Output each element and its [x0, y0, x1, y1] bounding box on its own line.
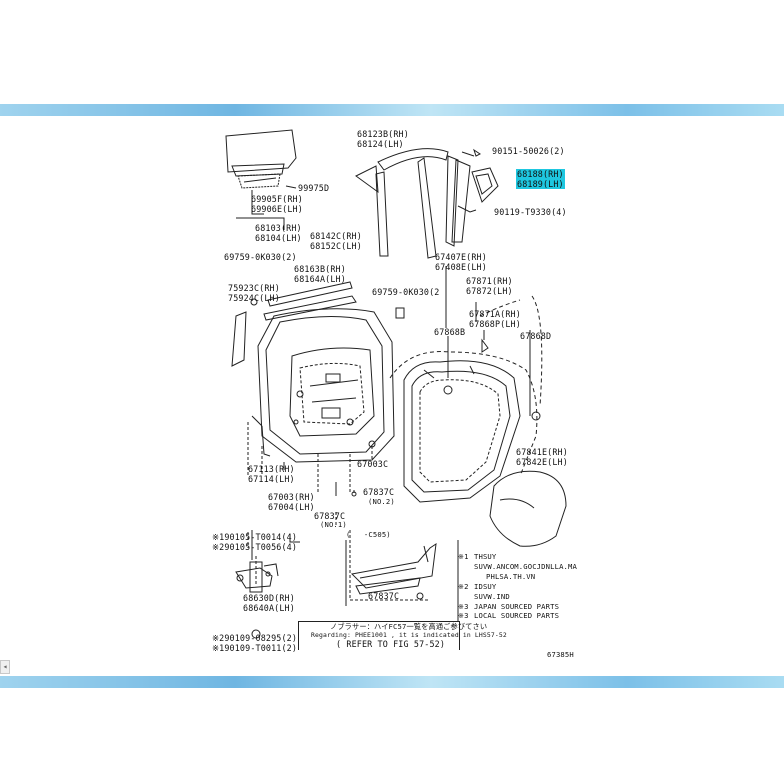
scuff-plate	[350, 542, 437, 595]
leader-lines-left	[247, 422, 430, 601]
legend-mark-1: ※1	[458, 552, 469, 561]
part-label-69906e[interactable]: 69906E(LH)	[251, 204, 303, 214]
door-opening-weatherstrip	[403, 360, 521, 503]
part-label-68164a[interactable]: 68164A(LH)	[294, 274, 346, 284]
leader-lines-top-left	[236, 185, 297, 230]
top-window-band	[0, 104, 784, 116]
part-label-67868b[interactable]: 67868B	[434, 327, 466, 337]
legend-text-1c: PHLSA.TH.VN	[486, 572, 536, 581]
parts-diagram: 68123B(RH) 68124(LH) 90151-50026(2) 6818…	[0, 116, 784, 676]
rear-door-panel	[251, 308, 395, 463]
part-label-75924c[interactable]: 75924C(LH)	[228, 293, 280, 303]
refer-note-en: Regarding: PHEE1001 , it is indicated in…	[311, 631, 507, 639]
small-clips	[251, 307, 541, 639]
part-label-90109-t0011[interactable]: ※190109-T0011(2)	[212, 643, 298, 653]
part-label-69759-0k030-a[interactable]: 69759-0K030(2)	[224, 252, 297, 262]
legend-text-1a: THSUY	[474, 552, 497, 561]
part-label-90119-t9330[interactable]: 90119-T9330(4)	[494, 207, 567, 217]
part-label-67113[interactable]: 67113(RH)	[248, 464, 295, 474]
parts-drawing	[225, 129, 567, 639]
part-label-68124[interactable]: 68124(LH)	[357, 139, 404, 149]
footnote-brackets	[345, 540, 459, 622]
part-label-67003[interactable]: 67003(RH)	[268, 492, 315, 502]
quarter-window-channel	[355, 148, 499, 259]
part-label-68104[interactable]: 68104(LH)	[255, 233, 302, 243]
refer-to-fig-link[interactable]: ( REFER TO FIG 57-52)	[336, 639, 446, 649]
refer-box	[298, 621, 460, 650]
part-label-99975d[interactable]: 99975D	[298, 183, 330, 193]
part-label-67868d[interactable]: 67868D	[520, 331, 552, 341]
part-label-69905f[interactable]: 69905F(RH)	[251, 194, 303, 204]
scroll-left-arrow-icon[interactable]: ◂	[0, 660, 10, 674]
part-label-67408e[interactable]: 67408E(LH)	[435, 262, 487, 272]
legend-mark-2: ※2	[458, 582, 469, 591]
part-label-90105-t0056[interactable]: ※290105-T0056(4)	[212, 542, 298, 552]
leader-lines-bottom-left	[251, 462, 337, 560]
rear-wheel-liner	[489, 470, 567, 547]
part-label-67872[interactable]: 67872(LH)	[466, 286, 513, 296]
part-label-67842e[interactable]: 67842E(LH)	[516, 457, 568, 467]
part-label-67871[interactable]: 67871(RH)	[466, 276, 513, 286]
part-label-75923c[interactable]: 75923C(RH)	[228, 283, 280, 293]
part-label-68640a[interactable]: 68640A(LH)	[243, 603, 295, 613]
leader-lines-right	[445, 266, 531, 416]
part-label-67407e[interactable]: 67407E(RH)	[435, 252, 487, 262]
part-label-67871a[interactable]: 67871A(RH)	[469, 309, 521, 319]
part-label-67837c-a[interactable]: 67837C	[363, 487, 395, 497]
refer-note-jp: ノブラサー：ハイFC57一覧を高通ご参びてさい	[330, 622, 488, 631]
legend-text-1b: SUVW.ANCOM.GOCJDNLLA.MA	[474, 562, 577, 571]
part-label-68142c[interactable]: 68142C(RH)	[310, 231, 362, 241]
part-label-67003c[interactable]: 67003C	[357, 459, 389, 469]
part-label-68152c[interactable]: 68152C(LH)	[310, 241, 362, 251]
legend-mark-4: ※3	[458, 611, 469, 620]
part-label-67868p[interactable]: 67868P(LH)	[469, 319, 521, 329]
bottom-window-band	[0, 676, 784, 688]
part-label-67114[interactable]: 67114(LH)	[248, 474, 295, 484]
part-label-68103[interactable]: 68103(RH)	[255, 223, 302, 233]
legend-text-2a: IDSUY	[474, 582, 497, 591]
sub-note-no2: (NO.2)	[368, 497, 395, 506]
part-label-68188[interactable]: 68188(RH)	[516, 169, 565, 179]
sub-note-c505: ( -C505)	[346, 530, 391, 539]
sub-note-no1: (NO.1)	[320, 520, 347, 529]
legend-text-2b: SUVW.IND	[474, 592, 510, 601]
part-label-68188-highlight: 68188(RH)	[516, 169, 565, 179]
legend-text-4: LOCAL SOURCED PARTS	[474, 611, 560, 620]
part-label-68123b[interactable]: 68123B(RH)	[357, 129, 409, 139]
part-label-67004[interactable]: 67004(LH)	[268, 502, 315, 512]
part-label-68189[interactable]: 68189(LH)	[516, 179, 565, 189]
door-glass-shape	[225, 129, 297, 189]
part-label-67837c-b[interactable]: 67837C	[314, 511, 346, 521]
center-pillar-garnish	[231, 311, 247, 367]
part-label-68630d[interactable]: 68630D(RH)	[243, 593, 295, 603]
part-label-67837c-c[interactable]: 67837C	[368, 591, 400, 601]
figure-code: 67385H	[547, 650, 574, 659]
part-label-68189-highlight: 68189(LH)	[516, 179, 565, 189]
legend-mark-3: ※3	[458, 602, 469, 611]
part-label-69759-0k030-b[interactable]: 69759-0K030(2	[372, 287, 440, 297]
body-outline-dashed	[389, 295, 543, 477]
part-label-90105-t0014[interactable]: ※190105-T0014(4)	[212, 532, 298, 542]
belt-moulding-strips	[250, 281, 357, 321]
legend-text-3: JAPAN SOURCED PARTS	[474, 602, 560, 611]
part-label-90109-08295[interactable]: ※290109-08295(2)	[212, 633, 298, 643]
part-label-67841e[interactable]: 67841E(RH)	[516, 447, 568, 457]
part-label-68163b[interactable]: 68163B(RH)	[294, 264, 346, 274]
door-hinges	[235, 561, 279, 593]
part-label-90151-50026[interactable]: 90151-50026(2)	[492, 146, 565, 156]
